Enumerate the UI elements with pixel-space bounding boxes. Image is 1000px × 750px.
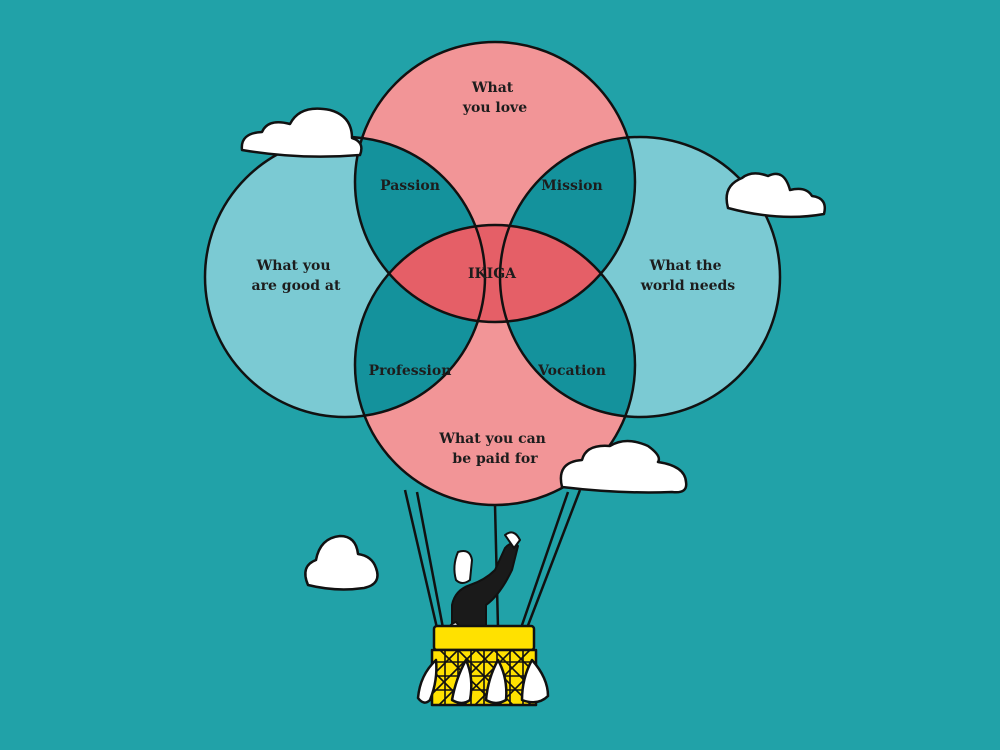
cloud-icon <box>559 439 688 494</box>
balloon-basket-icon <box>416 624 550 707</box>
cloud-icon <box>725 172 826 219</box>
balloon-ropes <box>403 489 582 629</box>
label-what-you-love: What you love <box>462 80 527 116</box>
label-center: IKIGA <box>468 266 517 282</box>
person-waving-icon <box>446 531 521 641</box>
cloud-icon <box>240 107 363 158</box>
label-mission: Mission <box>541 178 602 194</box>
label-vocation: Vocation <box>537 363 606 379</box>
cloud-icon <box>304 534 379 591</box>
label-profession: Profession <box>369 363 452 379</box>
label-passion: Passion <box>380 178 440 194</box>
label-what-the-world-needs: What the world needs <box>640 258 736 294</box>
label-what-you-are-good-at: What you are good at <box>252 258 341 294</box>
label-what-you-can-be-paid-for: What you can be paid for <box>438 431 551 467</box>
